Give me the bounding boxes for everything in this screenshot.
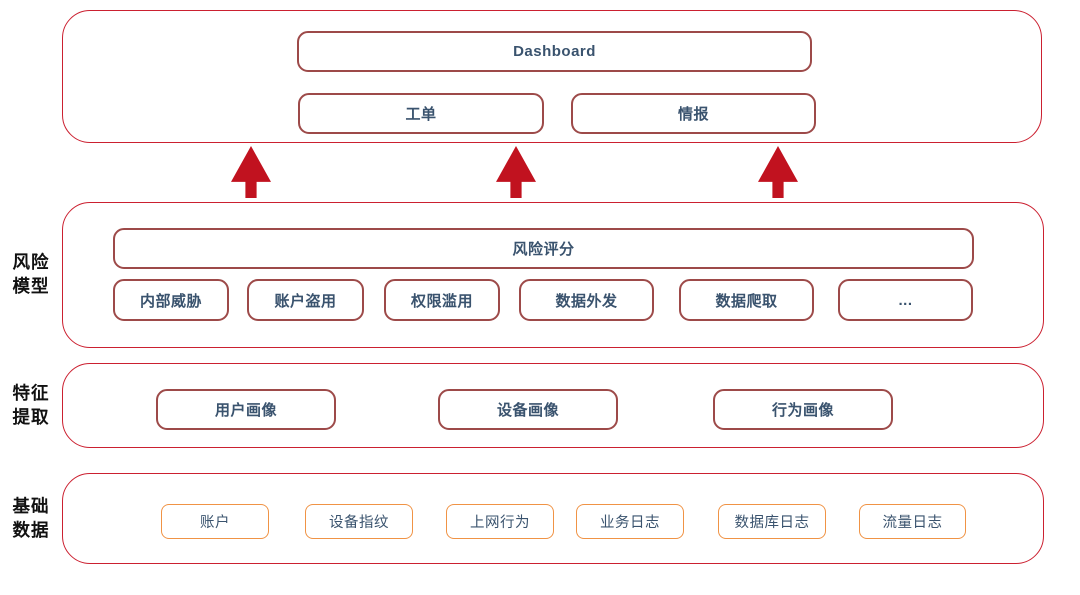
ticket-node-label: 工单 bbox=[405, 106, 437, 123]
traffic-log-node: 流量日志 bbox=[859, 504, 966, 539]
dashboard-node: Dashboard bbox=[297, 31, 812, 72]
data-exfiltration-node: 数据外发 bbox=[519, 279, 654, 321]
up-arrow-icon bbox=[758, 146, 798, 198]
feature-extraction-label: 特征 提取 bbox=[12, 382, 50, 427]
privilege-abuse-node: 权限滥用 bbox=[384, 279, 500, 321]
base-data-container: 账户 设备指纹 上网行为 业务日志 数据库日志 流量日志 bbox=[62, 473, 1044, 564]
base-data-label: 基础 数据 bbox=[12, 495, 50, 540]
more-models-node: ... bbox=[838, 279, 973, 321]
ticket-node: 工单 bbox=[298, 93, 544, 134]
data-crawling-node: 数据爬取 bbox=[679, 279, 814, 321]
intel-node: 情报 bbox=[571, 93, 816, 134]
dashboard-node-label: Dashboard bbox=[513, 43, 596, 60]
device-profile-node: 设备画像 bbox=[438, 389, 618, 430]
user-profile-node: 用户画像 bbox=[156, 389, 336, 430]
feature-extraction-container: 用户画像 设备画像 行为画像 bbox=[62, 363, 1044, 448]
up-arrow-icon bbox=[231, 146, 271, 198]
internal-threat-node: 内部威胁 bbox=[113, 279, 229, 321]
output-layer-container: Dashboard 工单 情报 bbox=[62, 10, 1042, 143]
web-behavior-node: 上网行为 bbox=[446, 504, 554, 539]
device-fingerprint-node: 设备指纹 bbox=[305, 504, 413, 539]
risk-score-node: 风险评分 bbox=[113, 228, 974, 269]
database-log-node: 数据库日志 bbox=[718, 504, 826, 539]
business-log-node: 业务日志 bbox=[576, 504, 684, 539]
account-node: 账户 bbox=[161, 504, 269, 539]
risk-model-container: 风险评分 内部威胁 账户盗用 权限滥用 数据外发 数据爬取 ... bbox=[62, 202, 1044, 348]
risk-model-label: 风险 模型 bbox=[12, 252, 50, 296]
behavior-profile-node: 行为画像 bbox=[713, 389, 893, 430]
risk-score-node-label: 风险评分 bbox=[512, 241, 575, 258]
intel-node-label: 情报 bbox=[677, 106, 709, 123]
account-theft-node: 账户盗用 bbox=[247, 279, 364, 321]
up-arrow-icon bbox=[496, 146, 536, 198]
